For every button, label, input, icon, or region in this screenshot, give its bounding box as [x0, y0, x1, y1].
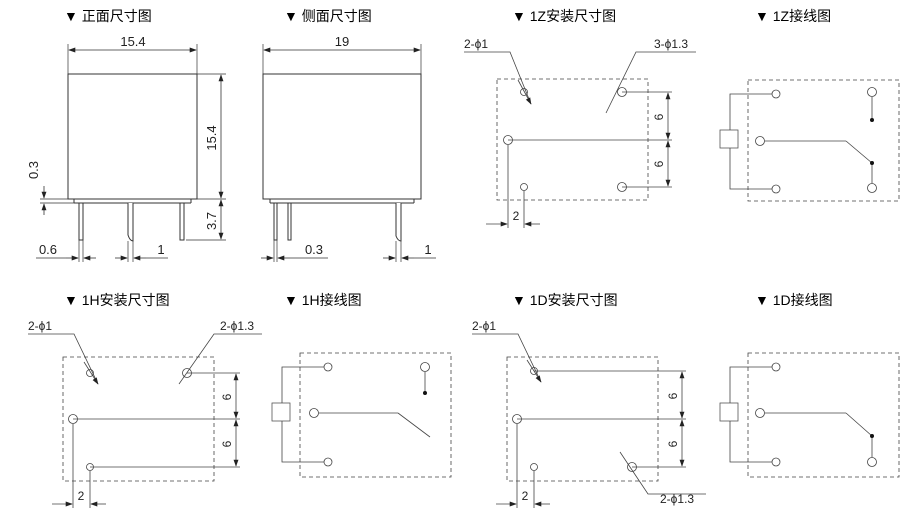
z-hole-small-bottom	[520, 183, 528, 191]
h-terminal-coil-2	[323, 457, 333, 467]
d-terminal-common	[755, 408, 765, 418]
d-pitch-bottom-label: 6	[666, 440, 680, 447]
side-view-drawing	[261, 44, 436, 262]
h-terminal-no	[420, 362, 430, 372]
d-terminal-coil-1	[771, 362, 781, 372]
z-wiring-drawing	[719, 79, 900, 202]
front-pin-length-label: 3.7	[204, 212, 219, 230]
h-offset-label: 2	[78, 489, 85, 503]
h-mount-drawing	[28, 333, 262, 508]
side-pin-width-b-label: 1	[424, 242, 431, 257]
z-offset-label: 2	[513, 209, 520, 223]
front-standoff-label: 0.3	[26, 161, 41, 179]
h-wiring-outline	[299, 352, 452, 478]
d-terminal-nc	[867, 457, 877, 467]
d-pitch-top-label: 6	[666, 392, 680, 399]
title-side-view: ▼ 侧面尺寸图	[284, 8, 372, 24]
d-coil-icon	[719, 402, 739, 422]
front-relay-body	[67, 73, 198, 200]
title-front-view: ▼ 正面尺寸图	[64, 8, 152, 24]
z-terminal-no	[867, 183, 877, 193]
d-hole-small-bottom	[530, 463, 538, 471]
d-wiring-drawing	[719, 352, 900, 478]
title-1z-mount: ▼ 1Z安装尺寸图	[512, 8, 617, 24]
z-terminal-common	[755, 136, 765, 146]
front-pin-width-a-label: 0.6	[39, 242, 57, 257]
d-terminal-coil-2	[771, 457, 781, 467]
h-coil-icon	[271, 402, 291, 422]
title-1d-mount: ▼ 1D安装尺寸图	[512, 292, 618, 308]
front-height-label: 15.4	[204, 125, 219, 150]
z-mount-drawing	[464, 51, 696, 228]
z-terminal-coil-1	[771, 89, 781, 99]
side-pins	[273, 202, 402, 242]
side-width-label: 19	[335, 34, 349, 49]
d-hole-large-label: 2-ϕ1.3	[660, 492, 694, 506]
z-pitch-bottom-label: 6	[652, 160, 666, 167]
d-hole-small-label: 2-ϕ1	[472, 319, 496, 333]
front-pin-width-b-label: 1	[157, 242, 164, 257]
title-1d-wiring: ▼ 1D接线图	[755, 292, 833, 308]
side-pin-width-a-label: 0.3	[305, 242, 323, 257]
h-terminal-coil-1	[323, 362, 333, 372]
z-terminal-nc	[867, 87, 877, 97]
z-hole-small-top	[520, 88, 528, 96]
side-relay-body	[262, 73, 422, 200]
z-mount-outline	[496, 78, 649, 201]
h-pitch-bottom-label: 6	[220, 440, 234, 447]
z-hole-small-label: 2-ϕ1	[464, 37, 488, 51]
title-1h-wiring: ▼ 1H接线图	[284, 292, 362, 308]
front-pins	[78, 202, 185, 242]
h-hole-small-label: 2-ϕ1	[28, 319, 52, 333]
z-wiring-outline	[747, 79, 900, 202]
h-wiring-drawing	[271, 352, 452, 478]
z-hole-large-label: 3-ϕ1.3	[654, 37, 688, 51]
title-1h-mount: ▼ 1H安装尺寸图	[64, 292, 170, 308]
title-1z-wiring: ▼ 1Z接线图	[755, 8, 832, 24]
d-offset-label: 2	[522, 489, 529, 503]
h-hole-large-label: 2-ϕ1.3	[220, 319, 254, 333]
h-terminal-common	[309, 408, 319, 418]
d-wiring-outline	[747, 352, 900, 478]
z-terminal-coil-2	[771, 184, 781, 194]
z-coil-icon	[719, 129, 739, 149]
front-view-drawing	[36, 44, 226, 262]
h-hole-small-top	[86, 369, 94, 377]
d-mount-drawing	[472, 333, 706, 508]
h-pitch-top-label: 6	[220, 393, 234, 400]
z-pitch-top-label: 6	[652, 113, 666, 120]
front-width-label: 15.4	[120, 34, 145, 49]
